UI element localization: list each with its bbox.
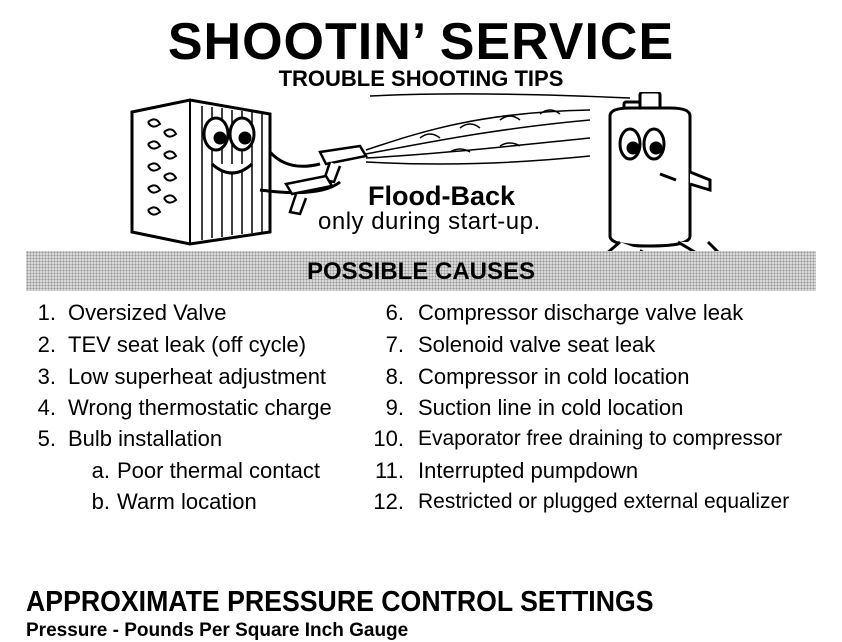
cartoon-illustration [130, 92, 722, 262]
page-title: SHOOTIN’ SERVICE [167, 13, 675, 71]
compressor-character [602, 92, 722, 262]
flood-back-caption: only during start-up. [318, 208, 541, 235]
gun-icons [284, 144, 368, 216]
item-text: Wrong thermostatic charge [68, 395, 332, 420]
item-letter: b. [91, 489, 110, 514]
item-text: Oversized Valve [68, 300, 227, 325]
item-number: 1. [37, 300, 56, 325]
item-letter: a. [91, 458, 110, 483]
item-text: Restricted or plugged external equalizer [418, 490, 790, 513]
item-number: 12. [373, 489, 404, 514]
item-number: 8. [385, 364, 404, 389]
item-number: 10. [373, 426, 404, 451]
spray-lines [365, 93, 631, 165]
causes-heading: POSSIBLE CAUSES [306, 258, 536, 285]
section-title: APPROXIMATE PRESSURE CONTROL SETTINGS [26, 586, 654, 618]
item-text: Poor thermal contact [117, 458, 320, 483]
item-number: 7. [385, 332, 404, 357]
item-text: Compressor discharge valve leak [418, 300, 744, 325]
item-text: Bulb installation [68, 426, 223, 451]
item-text: Low superheat adjustment [68, 364, 327, 389]
item-number: 11. [375, 458, 404, 483]
item-text: Evaporator free draining to compressor [418, 427, 783, 450]
item-number: 5. [37, 426, 56, 451]
section-subtitle: Pressure - Pounds Per Square Inch Gauge [26, 620, 409, 641]
item-number: 2. [37, 332, 56, 357]
item-number: 3. [37, 364, 56, 389]
item-number: 6. [385, 300, 404, 325]
item-text: Interrupted pumpdown [418, 458, 639, 483]
item-number: 4. [37, 395, 56, 420]
item-text: Compressor in cold location [418, 364, 690, 389]
item-text: Warm location [117, 489, 257, 514]
item-text: Suction line in cold location [418, 395, 684, 420]
evaporator-character [130, 98, 341, 246]
item-text: TEV seat leak (off cycle) [68, 332, 307, 357]
item-number: 9. [385, 395, 404, 420]
flood-back-heading: Flood-Back [368, 181, 516, 211]
page-subtitle: TROUBLE SHOOTING TIPS [278, 66, 564, 91]
causes-band [26, 251, 816, 291]
item-text: Solenoid valve seat leak [418, 332, 656, 357]
